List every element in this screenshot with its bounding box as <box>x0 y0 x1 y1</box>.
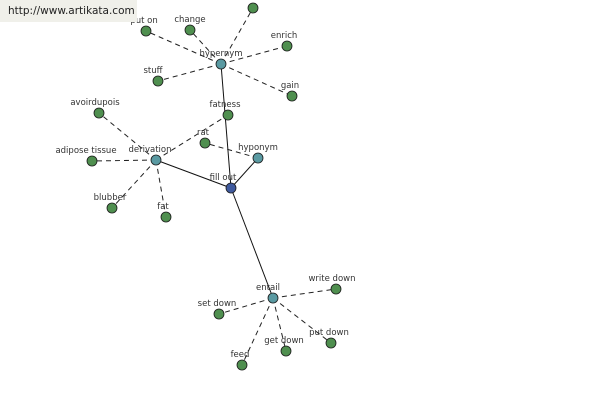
node-enrich[interactable] <box>281 40 293 52</box>
node-avoirdupois[interactable] <box>93 107 105 119</box>
node-set-down[interactable] <box>213 308 225 320</box>
label-fatness: fatness <box>209 100 241 110</box>
node-change[interactable] <box>184 24 196 36</box>
node-stuff[interactable] <box>152 75 164 87</box>
edge-derivation-adipose-tissue <box>91 159 157 162</box>
edge-fill-out-hypernym <box>220 63 232 189</box>
node-fill-out[interactable] <box>225 182 237 194</box>
edge-entail-get-down <box>272 297 287 352</box>
label-change: change <box>174 15 205 25</box>
node-put-down[interactable] <box>325 337 337 349</box>
label-enrich: enrich <box>271 31 298 41</box>
node-top-leaf[interactable] <box>247 2 259 14</box>
node-gain[interactable] <box>286 90 298 102</box>
label-stuff: stuff <box>143 66 163 76</box>
label-rat: rat <box>197 128 210 138</box>
edge-entail-feed <box>241 297 274 366</box>
label-hyponym: hyponym <box>238 143 278 153</box>
edge-fill-out-entail <box>230 187 274 299</box>
graph-labels: fill out hypernym hyponym derivation entail p… <box>55 15 355 360</box>
label-feed: feed <box>231 350 250 360</box>
node-feed[interactable] <box>236 359 248 371</box>
label-fill-out: fill out <box>210 173 237 183</box>
edge-hypernym-top-leaf <box>220 7 254 65</box>
site-url-link[interactable]: http://www.artikata.com <box>0 0 137 22</box>
node-blubber[interactable] <box>106 202 118 214</box>
label-set-down: set down <box>198 299 237 309</box>
label-get-down: get down <box>264 336 304 346</box>
edge-entail-write-down <box>272 288 337 299</box>
label-hypernym: hypernym <box>199 49 242 59</box>
label-derivation: derivation <box>128 145 171 155</box>
label-write-down: write down <box>308 274 355 284</box>
graph-edges <box>91 7 337 366</box>
edge-derivation-avoirdupois <box>98 112 157 161</box>
label-fat: fat <box>157 202 169 212</box>
label-gain: gain <box>281 81 299 91</box>
edge-derivation-blubber <box>111 159 157 209</box>
label-adipose-tissue: adipose tissue <box>55 146 116 156</box>
node-entail[interactable] <box>267 292 279 304</box>
node-hypernym[interactable] <box>215 58 227 70</box>
edge-hypernym-stuff <box>157 63 222 82</box>
edge-fill-out-derivation <box>155 159 232 189</box>
label-put-on: put on <box>130 16 157 26</box>
label-put-down: put down <box>309 328 349 338</box>
node-adipose-tissue[interactable] <box>86 155 98 167</box>
node-rat[interactable] <box>199 137 211 149</box>
node-derivation[interactable] <box>150 154 162 166</box>
node-hyponym[interactable] <box>252 152 264 164</box>
edge-hypernym-change <box>189 29 222 65</box>
edge-entail-set-down <box>218 297 274 315</box>
label-entail: entail <box>256 283 280 293</box>
node-fatness[interactable] <box>222 109 234 121</box>
edge-hypernym-enrich <box>220 45 288 65</box>
graph-nodes <box>86 2 342 371</box>
edge-hypernym-put-on <box>145 30 222 65</box>
edge-hyponym-rat <box>204 142 259 159</box>
edge-entail-put-down <box>272 297 332 344</box>
node-fat[interactable] <box>160 211 172 223</box>
node-get-down[interactable] <box>280 345 292 357</box>
label-avoirdupois: avoirdupois <box>70 98 120 108</box>
edge-hypernym-gain <box>220 63 293 97</box>
node-write-down[interactable] <box>330 283 342 295</box>
edge-fill-out-hyponym <box>230 157 259 189</box>
node-put-on[interactable] <box>140 25 152 37</box>
label-blubber: blubber <box>94 193 127 203</box>
edge-derivation-fat <box>155 159 167 218</box>
